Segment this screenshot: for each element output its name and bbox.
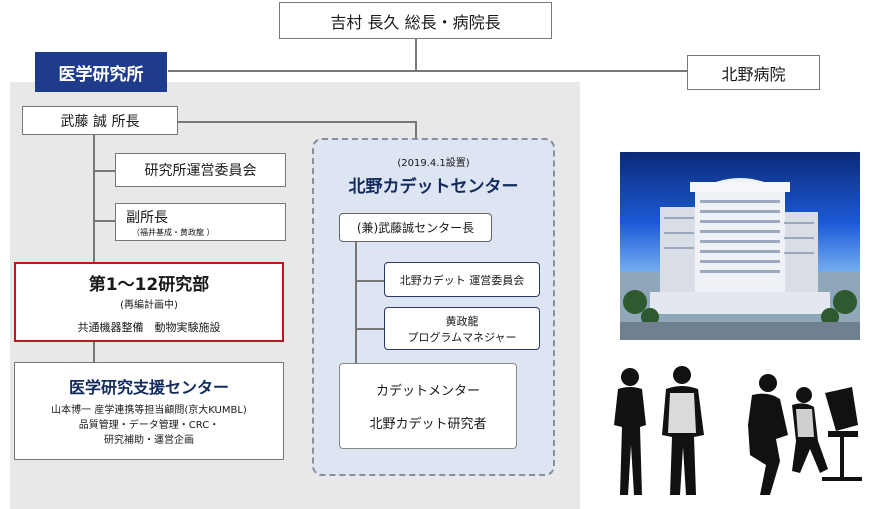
hospital-label: 北野病院 (721, 64, 786, 84)
department-note: (再編計画中) (120, 299, 178, 311)
cadet-committee-box: 北野カデット 運営委員会 (384, 262, 540, 297)
connector-left-vertical (93, 134, 95, 262)
cadet-center-title: 北野カデットセンター (348, 177, 519, 197)
support-center-title: 医学研究支援センター (68, 378, 229, 397)
support-center-box: 医学研究支援センター 山本博一 産学連携等担当顧問(京大KUMBL) 品質管理・… (14, 362, 284, 460)
connector-cadet-manager (355, 328, 384, 330)
doctors-silhouette-illustration (614, 366, 862, 495)
support-center-line1: 山本博一 産学連携等担当顧問(京大KUMBL) (51, 405, 247, 416)
head-box: 武藤 誠 所長 (22, 106, 178, 135)
vice-names: （福井基成・黄政龍 ） (132, 227, 215, 237)
connector-cadet-committee (355, 280, 384, 282)
connector-director-down (415, 38, 417, 71)
director-box: 吉村 長久 総長・病院長 (279, 2, 552, 39)
head-label: 武藤 誠 所長 (60, 113, 140, 130)
connector-horizontal-top (168, 70, 688, 72)
hospital-photo (620, 152, 860, 340)
connector-dept-support (93, 341, 95, 362)
connector-cadet-vertical (355, 241, 357, 363)
cadet-mentor-label: カデットメンター (375, 384, 480, 399)
connector-vice (93, 220, 116, 222)
department-facilities: 共通機器整備 動物実験施設 (77, 320, 221, 334)
cadet-researcher-label: 北野カデット研究者 (369, 417, 487, 432)
cadet-head-box: (兼)武藤誠センター長 (339, 213, 492, 242)
people-silhouettes (600, 365, 870, 505)
support-center-line2: 品質管理・データ管理・CRC・ (78, 420, 220, 431)
institute-header: 医学研究所 (35, 52, 167, 92)
program-manager-name: 黄政龍 (445, 314, 479, 328)
vice-box: 副所長 （福井基成・黄政龍 ） (115, 203, 286, 241)
connector-center-down (415, 121, 417, 139)
connector-committee (93, 170, 116, 172)
department-box: 第1〜12研究部 (再編計画中) 共通機器整備 動物実験施設 (14, 262, 284, 342)
hospital-building-illustration (620, 178, 860, 340)
cadet-center-date: (2019.4.1設置) (397, 158, 470, 169)
cadet-head-label: (兼)武藤誠センター長 (356, 221, 475, 235)
institute-label: 医学研究所 (58, 64, 144, 85)
support-center-line3: 研究補助・運営企画 (104, 435, 194, 446)
cadet-members-box: カデットメンター 北野カデット研究者 (339, 363, 517, 449)
committee-label: 研究所運営委員会 (144, 163, 257, 179)
program-manager-role: プログラムマネジャー (407, 330, 517, 344)
vice-title: 副所長 (126, 209, 168, 226)
director-label: 吉村 長久 総長・病院長 (330, 12, 501, 32)
committee-box: 研究所運営委員会 (115, 153, 286, 187)
hospital-box: 北野病院 (687, 55, 820, 90)
department-title: 第1〜12研究部 (88, 274, 210, 295)
cadet-committee-label: 北野カデット 運営委員会 (399, 273, 525, 287)
connector-head-to-center (178, 121, 416, 123)
program-manager-box: 黄政龍 プログラムマネジャー (384, 307, 540, 350)
